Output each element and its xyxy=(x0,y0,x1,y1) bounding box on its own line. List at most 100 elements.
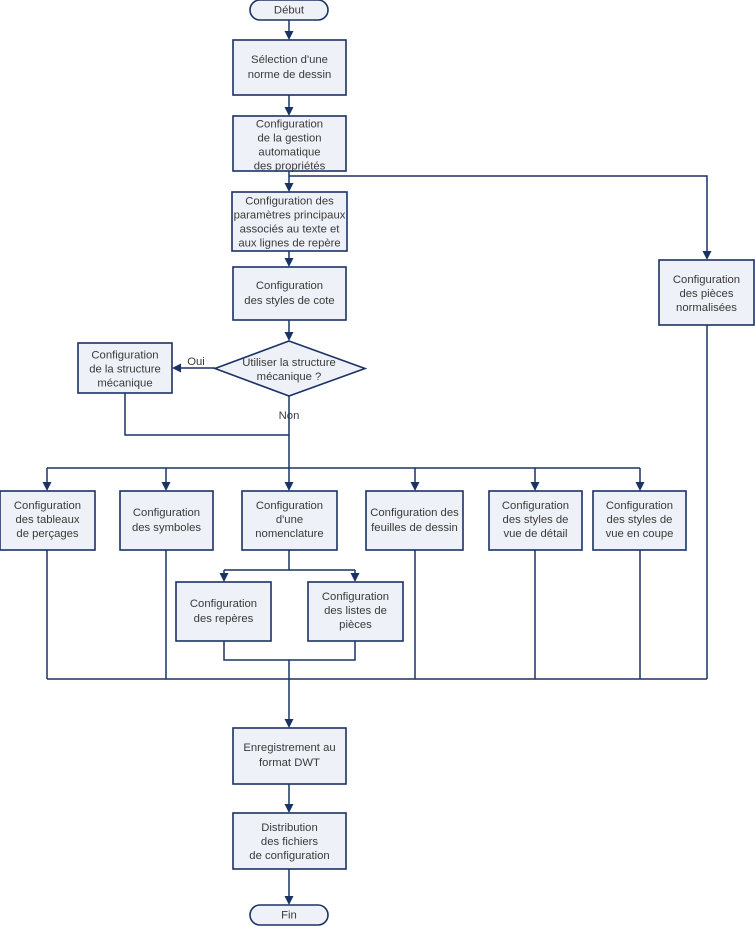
holetables-shape xyxy=(0,490,96,551)
arrowhead-symbols xyxy=(161,482,171,491)
decision-line1: Utiliser la structure xyxy=(242,357,336,369)
standard-line1: Sélection d'une xyxy=(251,54,328,66)
stdparts-line2: des pièces xyxy=(679,288,733,300)
node-mechstruct[interactable]: Configuration de la structure mécanique xyxy=(77,342,173,394)
detailviews-line1: Configuration xyxy=(502,500,569,512)
node-sheets[interactable]: Configuration des feuilles de dessin xyxy=(365,490,464,551)
node-detailviews[interactable]: Configuration des styles de vue de détai… xyxy=(488,490,583,551)
arrowhead-distribute xyxy=(284,804,294,813)
sectionviews-line2: des styles de xyxy=(607,514,673,526)
textparams-line3: associés au texte et xyxy=(240,223,341,235)
node-start[interactable]: Début xyxy=(249,0,329,21)
bom-shape xyxy=(241,490,338,551)
mechstruct-line2: de la structure xyxy=(89,363,161,375)
mechstruct-line3: mécanique xyxy=(97,377,152,389)
edges-layer: Oui Non xyxy=(42,20,712,905)
node-holetables[interactable]: Configuration des tableaux de perçages xyxy=(0,490,96,551)
node-decision[interactable]: Utiliser la structure mécanique ? xyxy=(212,340,368,397)
stdparts-line1: Configuration xyxy=(673,274,740,286)
sheets-shape xyxy=(365,490,464,551)
symbols-line1: Configuration xyxy=(133,507,200,519)
holetables-line2: des tableaux xyxy=(15,514,79,526)
sheets-line1: Configuration des xyxy=(370,507,459,519)
node-props[interactable]: Configuration de la gestion automatique … xyxy=(232,115,347,172)
balloons-shape xyxy=(175,581,272,642)
edge-label-non: Non xyxy=(279,410,300,422)
arrowhead-bom xyxy=(284,482,294,491)
arrowhead-standard xyxy=(284,31,294,40)
arrowhead-savedwt xyxy=(284,719,294,728)
balloons-line1: Configuration xyxy=(190,598,257,610)
node-sectionviews[interactable]: Configuration des styles de vue en coupe xyxy=(592,490,687,551)
bom-line1: Configuration xyxy=(256,500,323,512)
node-textparams[interactable]: Configuration des paramètres principaux … xyxy=(231,191,348,252)
end-label: Fin xyxy=(281,909,297,921)
props-shape xyxy=(232,115,347,172)
arrowhead-sectionviews xyxy=(635,482,645,491)
bom-line2: d'une xyxy=(276,514,303,526)
start-label: Début xyxy=(274,4,305,16)
sectionviews-line3: vue en coupe xyxy=(606,528,674,540)
arrowhead-partslists xyxy=(350,573,360,582)
node-stdparts[interactable]: Configuration des pièces normalisées xyxy=(658,259,755,326)
arrowhead-stdparts xyxy=(702,251,712,260)
node-end[interactable]: Fin xyxy=(249,904,329,926)
edge-balloons-merge xyxy=(223,641,356,661)
symbols-line2: des symboles xyxy=(132,522,201,534)
end-terminator-shape xyxy=(249,904,329,926)
props-line2: de la gestion xyxy=(257,132,321,144)
props-line1: Configuration xyxy=(256,118,323,130)
node-distribute[interactable]: Distribution des fichiers de configurati… xyxy=(232,812,347,870)
holetables-line3: de perçages xyxy=(16,528,79,540)
mechstruct-shape xyxy=(77,342,173,394)
distribute-shape xyxy=(232,812,347,870)
textparams-line1: Configuration des xyxy=(245,195,334,207)
savedwt-line2: format DWT xyxy=(259,757,320,769)
node-standard[interactable]: Sélection d'une norme de dessin xyxy=(232,39,347,96)
arrowhead-detailviews xyxy=(530,482,540,491)
arrowhead-dimstyles xyxy=(284,258,294,267)
distribute-line1: Distribution xyxy=(261,822,318,834)
dimstyles-line2: des styles de cote xyxy=(244,295,334,307)
sheets-line2: feuilles de dessin xyxy=(371,522,458,534)
partslists-shape xyxy=(307,581,404,642)
detailviews-line2: des styles de xyxy=(503,514,569,526)
edge-props-to-stdparts xyxy=(289,175,708,254)
arrowhead-mechstruct xyxy=(172,363,181,373)
node-symbols[interactable]: Configuration des symboles xyxy=(119,490,214,551)
node-savedwt[interactable]: Enregistrement au format DWT xyxy=(232,727,347,785)
start-terminator-shape xyxy=(249,0,329,21)
node-bom[interactable]: Configuration d'une nomenclature xyxy=(241,490,338,551)
stdparts-shape xyxy=(658,259,755,326)
sectionviews-shape xyxy=(592,490,687,551)
detailviews-line3: vue de détail xyxy=(503,528,567,540)
dimstyles-shape xyxy=(232,266,347,321)
node-dimstyles[interactable]: Configuration des styles de cote xyxy=(232,266,347,321)
distribute-line2: des fichiers xyxy=(261,836,318,848)
decision-line2: mécanique ? xyxy=(257,371,322,383)
node-balloons[interactable]: Configuration des repères xyxy=(175,581,272,642)
arrowhead-end xyxy=(284,896,294,905)
partslists-line1: Configuration xyxy=(322,591,389,603)
partslists-line3: pièces xyxy=(339,619,372,631)
textparams-shape xyxy=(231,191,348,252)
edge-label-oui: Oui xyxy=(187,356,205,368)
bom-line3: nomenclature xyxy=(255,528,323,540)
arrowhead-sheets xyxy=(410,482,420,491)
edge-mechstruct-to-fanbar xyxy=(124,393,289,436)
arrowhead-decision xyxy=(284,332,294,341)
standard-shape xyxy=(232,39,347,96)
arrowhead-textparams xyxy=(284,183,294,192)
standard-line2: norme de dessin xyxy=(248,69,332,81)
node-partslists[interactable]: Configuration des listes de pièces xyxy=(307,581,404,642)
arrowhead-balloons xyxy=(219,573,229,582)
mechstruct-line1: Configuration xyxy=(91,349,158,361)
arrowhead-props xyxy=(284,107,294,116)
dimstyles-line1: Configuration xyxy=(256,280,323,292)
arrowhead-holetables xyxy=(42,482,52,491)
textparams-line4: aux lignes de repère xyxy=(238,237,340,249)
partslists-line2: des listes de xyxy=(324,605,387,617)
textparams-line2: paramètres principaux xyxy=(234,209,346,221)
